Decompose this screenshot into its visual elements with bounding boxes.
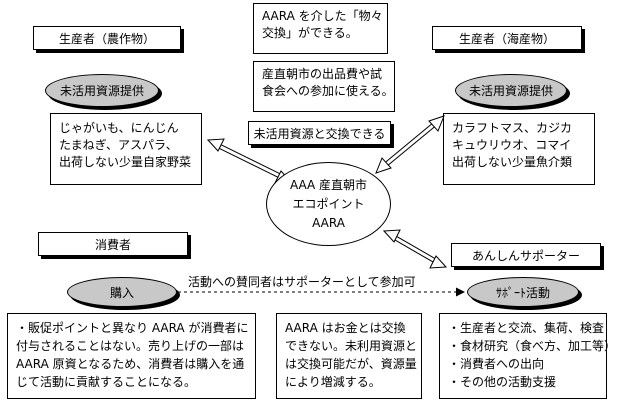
note-money-line-2: できない。未利用資源と	[285, 339, 418, 353]
center-line-2: エコポイント	[292, 196, 365, 211]
note-money-line-3: は交換可能だが、資源量	[285, 357, 417, 371]
arrowhead-center-right	[375, 157, 392, 174]
crops-list-box: じゃがいも、にんじん たまねぎ、アスパラ、 出荷しない少量自家野菜	[50, 113, 202, 185]
note-exchange-box: AARA を介した「物々 交換」ができる。	[253, 3, 388, 54]
crops-line-3: 出荷しない少量自家野菜	[59, 155, 192, 169]
note-exchange-unused-box: 未活用資源と交換できる	[248, 121, 391, 145]
note-money-line-4: により増減する。	[285, 375, 381, 389]
note-exchange-line-2: 交換」ができる。	[262, 26, 358, 40]
note-money-box: AARA はお金とは交換 できない。未利用資源と は交換可能だが、資源量 により…	[276, 313, 422, 399]
sea-line-3: 出荷しない少量魚介類	[452, 155, 573, 169]
note-exchange-unused-label: 未活用資源と交換できる	[253, 126, 386, 141]
supporter-label: あんしんサポーター	[471, 248, 580, 263]
arrowhead-sea	[428, 115, 445, 132]
crops-line-1: じゃがいも、にんじん	[59, 121, 179, 135]
note-money-line-1: AARA はお金とは交換	[285, 321, 406, 335]
note-consumer-line-4: じて活動に貢献することになる。	[16, 375, 197, 389]
note-activities-line-1: ・生産者と交流、集荷、検査	[448, 321, 605, 335]
sea-line-1: カラフトマス、カジカ	[452, 121, 573, 135]
oval-purchase: 購入	[67, 277, 177, 307]
oval-resource-left-label: 未活用資源提供	[59, 84, 144, 98]
consumer-box: 消費者	[38, 232, 188, 256]
note-market-box: 産直朝市の出品費や試 食会への参加に使える。	[253, 61, 395, 112]
oval-resource-right: 未活用資源提供	[455, 74, 567, 107]
note-market-line-1: 産直朝市の出品費や試	[262, 67, 383, 81]
center-line-1: AAA 産直朝市	[289, 177, 368, 192]
sea-line-2: キュウリウオ、コマイ	[452, 138, 572, 152]
oval-purchase-label: 購入	[109, 285, 134, 300]
crops-line-2: たまねぎ、アスパラ、	[59, 138, 178, 152]
note-consumer-line-2: 付与されることはない。売り上げの一部は	[16, 339, 245, 353]
note-consumer-line-3: AARA 原資となるため、消費者は購入を通	[16, 357, 245, 371]
note-activities-box: ・生産者と交流、集荷、検査 ・食材研究（食べ方、加工等） ・消費者への出向 ・そ…	[439, 313, 617, 399]
note-activities-line-2: ・食材研究（食べ方、加工等）	[448, 339, 617, 353]
oval-support-label: ｻﾎﾟｰﾄ活動	[495, 285, 550, 300]
arrowhead-supporter	[429, 255, 448, 269]
note-consumer-line-1: ・販促ポイントと異なり AARA が消費者に	[16, 321, 249, 335]
note-activities-line-4: ・その他の活動支援	[448, 375, 557, 389]
sea-list-box: カラフトマス、カジカ キュウリウオ、コマイ 出荷しない少量魚介類	[443, 113, 595, 185]
producer-sea-label: 生産者（海産物）	[458, 31, 555, 46]
arrowhead-center-lower	[382, 229, 401, 243]
oval-resource-right-label: 未活用資源提供	[468, 84, 553, 98]
producer-crops-label: 生産者（農作物）	[58, 31, 155, 46]
arrowhead-crops	[206, 138, 225, 152]
producer-sea-box: 生産者（海産物）	[432, 26, 582, 50]
supporter-caption: 活動への賛同者はサポーターとして参加可	[188, 275, 416, 289]
oval-resource-left: 未活用資源提供	[45, 74, 159, 107]
note-exchange-line-1: AARA を介した「物々	[262, 9, 383, 23]
consumer-label: 消費者	[94, 237, 131, 252]
note-activities-line-3: ・消費者への出向	[448, 357, 545, 371]
note-consumer-box: ・販促ポイントと異なり AARA が消費者に 付与されることはない。売り上げの一…	[7, 313, 256, 399]
oval-support: ｻﾎﾟｰﾄ活動	[467, 277, 579, 307]
center-line-3: AARA	[312, 215, 345, 230]
producer-crops-box: 生産者（農作物）	[33, 26, 181, 50]
center-ellipse: AAA 産直朝市 エコポイント AARA	[266, 162, 391, 246]
note-market-line-2: 食会への参加に使える。	[262, 84, 394, 98]
supporter-box: あんしんサポーター	[451, 243, 601, 267]
